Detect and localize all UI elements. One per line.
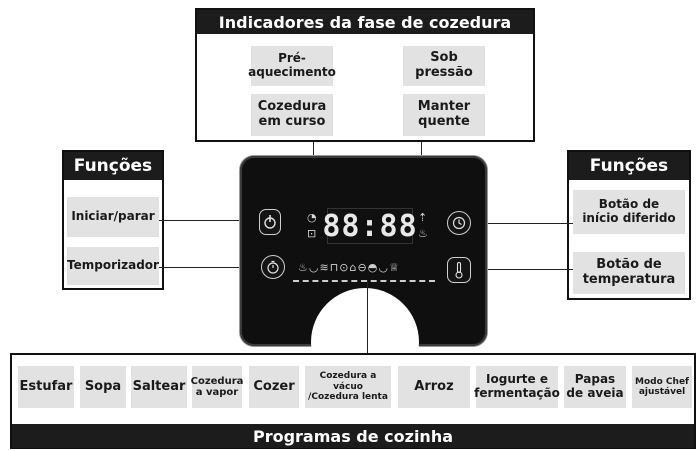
keep-warm-indicator-icon: ♨ (418, 227, 428, 240)
cooking-indicator-icon: ⊡ (307, 227, 317, 240)
program-slow-cook: Cozedura a vácuo /Cozedura lenta (305, 366, 391, 408)
programs-title: Programas de cozinha (12, 424, 694, 448)
program-chef-mode: Modo Chef ajustável (632, 366, 692, 408)
program-saute: Saltear (131, 366, 187, 408)
start-stop-button[interactable] (259, 209, 281, 235)
program-rice: Arroz (398, 366, 470, 408)
left-functions-title: Funções (64, 152, 162, 180)
timer-button[interactable] (261, 255, 285, 279)
timer-label: Temporizador (67, 247, 159, 285)
program-cook: Cozer (249, 366, 299, 408)
slow-cook-icon: ⌂ (349, 261, 358, 274)
yogurt-icon: ◓ (367, 261, 379, 274)
indicator-cooking-in-progress: Cozedura em curso (251, 94, 333, 136)
indicator-keep-warm: Manter quente (403, 94, 485, 136)
connector-line (159, 220, 257, 221)
oatmeal-icon: ◡ (378, 261, 389, 274)
stew-icon: ♨ (298, 261, 309, 274)
thermometer-icon (455, 261, 463, 279)
right-functions-title: Funções (569, 152, 689, 180)
indicator-preheating: Pré- aquecimento (248, 46, 336, 86)
program-oatmeal: Papas de aveia (564, 366, 626, 408)
indicator-under-pressure: Sob pressão (403, 46, 485, 86)
time-display: 88:88 (322, 208, 418, 244)
delayed-start-label: Botão de início diferido (573, 190, 685, 234)
chef-icon: ♕ (388, 261, 400, 274)
program-steam: Cozedura a vapor (191, 366, 243, 408)
connector-line (159, 267, 257, 268)
saute-icon: ≋ (319, 261, 330, 274)
phase-indicators-title: Indicadores da fase de cozedura (197, 10, 533, 34)
program-stew: Estufar (18, 366, 74, 408)
program-soup: Sopa (80, 366, 126, 408)
temperature-button[interactable] (447, 257, 471, 283)
soup-icon: ◡ (308, 261, 320, 274)
steam-icon: ⊓ (329, 261, 340, 274)
pressure-indicator-icon: ⇡ (418, 211, 428, 224)
start-stop-label: Iniciar/parar (67, 197, 159, 237)
rice-icon: ⊖ (357, 261, 368, 274)
clock-icon (452, 216, 466, 230)
program-yogurt: Iogurte e fermentação (474, 366, 560, 408)
connector-line (474, 223, 573, 224)
preheat-indicator-icon: ◔ (307, 211, 317, 224)
program-icons-row: ♨◡≋⊓⊙⌂⊖◓◡♕ (298, 261, 400, 274)
connector-line (474, 269, 573, 270)
stopwatch-icon (267, 260, 279, 274)
delayed-start-button[interactable] (447, 211, 471, 235)
cook-icon: ⊙ (339, 261, 350, 274)
power-icon (264, 215, 276, 229)
connector-line (367, 280, 368, 353)
temperature-label: Botão de temperatura (573, 252, 685, 294)
program-selector-line (293, 280, 435, 282)
